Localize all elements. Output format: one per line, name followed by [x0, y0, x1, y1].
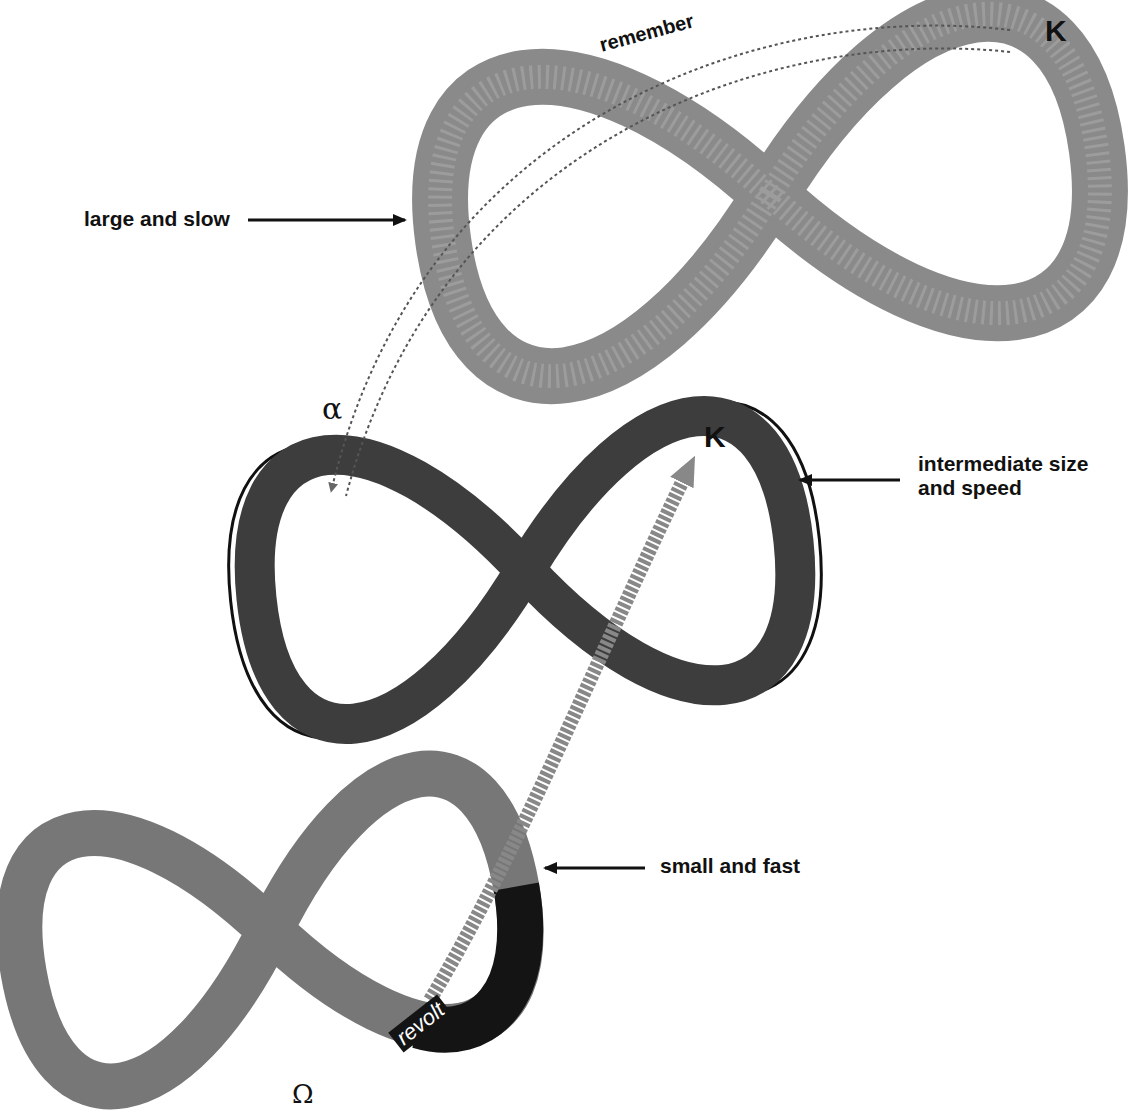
phase-letter: Ω [292, 1080, 314, 1110]
phase-letter: K [1045, 14, 1067, 49]
remember-arrow [346, 48, 1010, 496]
small-loop [2, 761, 539, 1101]
large-loop [422, 1, 1117, 390]
phase-letter: K [704, 420, 726, 455]
scale-label: intermediate size and speed [918, 452, 1108, 500]
remember-arrow [332, 26, 1010, 488]
scale-label: large and slow [84, 207, 230, 231]
pointer-arrow [545, 867, 645, 870]
scale-label: small and fast [660, 854, 800, 878]
arrow-label: remember [597, 9, 696, 56]
phase-letter: α [322, 392, 342, 427]
revolt-arrow [430, 470, 688, 1000]
pointer-arrow [800, 479, 900, 482]
pointer-arrow [248, 219, 405, 222]
intermediate-loop [215, 393, 834, 747]
